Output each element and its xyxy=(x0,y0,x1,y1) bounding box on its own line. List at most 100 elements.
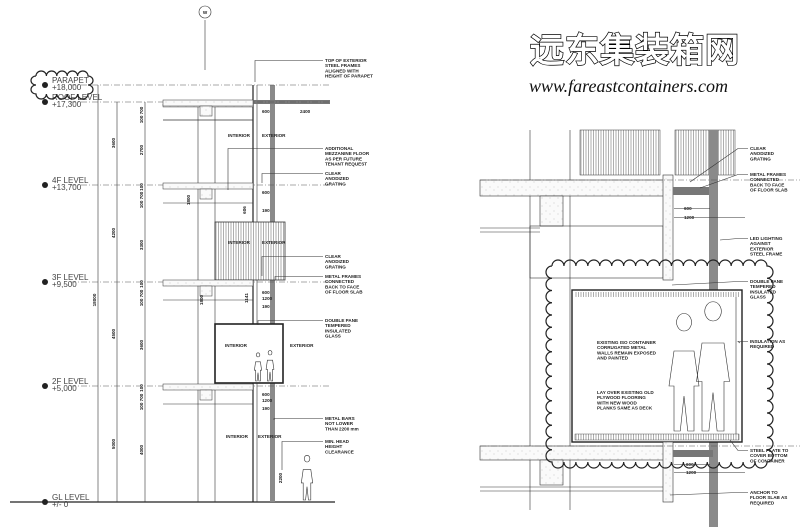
logo-chinese-text: 远东集装箱网 xyxy=(530,31,740,71)
iso-container xyxy=(571,289,743,443)
room-label: INTERIOR xyxy=(226,434,249,439)
level-marker-icon xyxy=(42,99,48,105)
beam xyxy=(199,105,213,117)
level-elevation: +9,500 xyxy=(52,280,77,289)
leader-line xyxy=(281,441,323,470)
level-name: 2F LEVEL xyxy=(52,377,89,386)
leader-line xyxy=(261,173,323,183)
logo: 远东集装箱网 www.fareastcontainers.com xyxy=(529,30,740,96)
detail-dimension: 1200 xyxy=(262,398,273,403)
level-name: GL LEVEL xyxy=(52,493,90,502)
detail-dimension: 606 xyxy=(242,206,247,214)
exterior-steel-frame xyxy=(270,85,275,502)
level-name: 3F LEVEL xyxy=(52,273,89,282)
level-marker-icon xyxy=(42,279,48,285)
detail-dimension: 2200 xyxy=(278,472,283,483)
leader-line xyxy=(254,60,323,82)
human-figures-detail xyxy=(668,301,730,432)
level-marker-icon xyxy=(42,383,48,389)
person-icon xyxy=(668,313,700,432)
leader-line xyxy=(737,341,748,344)
level-name: PARAPET xyxy=(52,76,89,85)
level-marker-icon xyxy=(42,499,48,505)
detail-dimension: 1200 xyxy=(262,296,273,301)
level-elevation: +13,700 xyxy=(52,183,82,192)
level-elevation: +/- 0 xyxy=(52,500,69,509)
room-label: EXTERIOR xyxy=(290,343,314,348)
level-marker-icon xyxy=(42,182,48,188)
container-3f xyxy=(214,221,286,281)
storey-dimension: 3600 xyxy=(111,137,116,148)
leader-line xyxy=(257,320,323,325)
room-label: EXTERIOR xyxy=(262,240,286,245)
detail-dimension: 1141 xyxy=(244,293,249,303)
detail-dimension: 190 xyxy=(262,208,270,213)
room-label: INTERIOR xyxy=(228,133,251,138)
sub-dimension: 100 700 xyxy=(139,191,144,208)
leader-line xyxy=(669,492,748,496)
detail-dimension: 190 xyxy=(262,304,270,309)
level-name: 4F LEVEL xyxy=(52,176,89,185)
right-container-detail xyxy=(479,129,800,527)
leader-line xyxy=(274,276,323,280)
leader-line xyxy=(227,148,323,190)
room-label: INTERIOR xyxy=(228,240,251,245)
leader-line xyxy=(729,439,748,451)
beam xyxy=(199,285,213,297)
detail-dimension: 2400 xyxy=(300,109,311,114)
person-icon xyxy=(265,350,275,382)
leader-line xyxy=(671,281,748,286)
sub-dimension: 2700 xyxy=(139,144,144,155)
room-label: INTERIOR xyxy=(225,343,248,348)
leader-line xyxy=(689,148,748,183)
sub-dimension: 100 700 xyxy=(139,289,144,306)
floor-slab xyxy=(162,99,254,107)
revision-cloud-parapet xyxy=(30,70,94,100)
grid-marker-circle xyxy=(198,5,212,19)
detail-dimension: 600 xyxy=(262,392,270,397)
person-icon xyxy=(254,352,262,382)
human-figures xyxy=(254,350,314,501)
room-label: EXTERIOR xyxy=(258,434,282,439)
sub-dimension: 4000 xyxy=(139,444,144,455)
sub-dimension: 100 xyxy=(139,384,144,392)
detail-dimension: 190 xyxy=(262,406,270,411)
level-elevation: +17,300 xyxy=(52,100,82,109)
sub-dimension: 100 xyxy=(139,183,144,191)
storey-dimension: 4200 xyxy=(111,227,116,238)
storey-dimension: 5000 xyxy=(111,438,116,449)
sub-dimension: 100 700 xyxy=(139,106,144,123)
level-elevation: +18,000 xyxy=(52,83,82,92)
storey-dimension: 4500 xyxy=(111,328,116,339)
leader-line xyxy=(261,256,323,276)
grid-marker-label: W xyxy=(203,10,208,15)
detail-dimension: 1800 xyxy=(186,194,191,205)
detail-dimension: 1800 xyxy=(199,294,204,305)
sub-dimension: 100 xyxy=(139,280,144,288)
level-marker-icon xyxy=(42,82,48,88)
level-elevation: +5,000 xyxy=(52,384,77,393)
person-icon xyxy=(696,301,730,432)
room-label: EXTERIOR xyxy=(262,133,286,138)
floor-slab xyxy=(162,279,254,287)
leader-line xyxy=(273,418,323,420)
detail-dimension: 600 xyxy=(262,290,270,295)
leader-line xyxy=(719,238,748,241)
logo-url-text: www.fareastcontainers.com xyxy=(529,76,728,96)
